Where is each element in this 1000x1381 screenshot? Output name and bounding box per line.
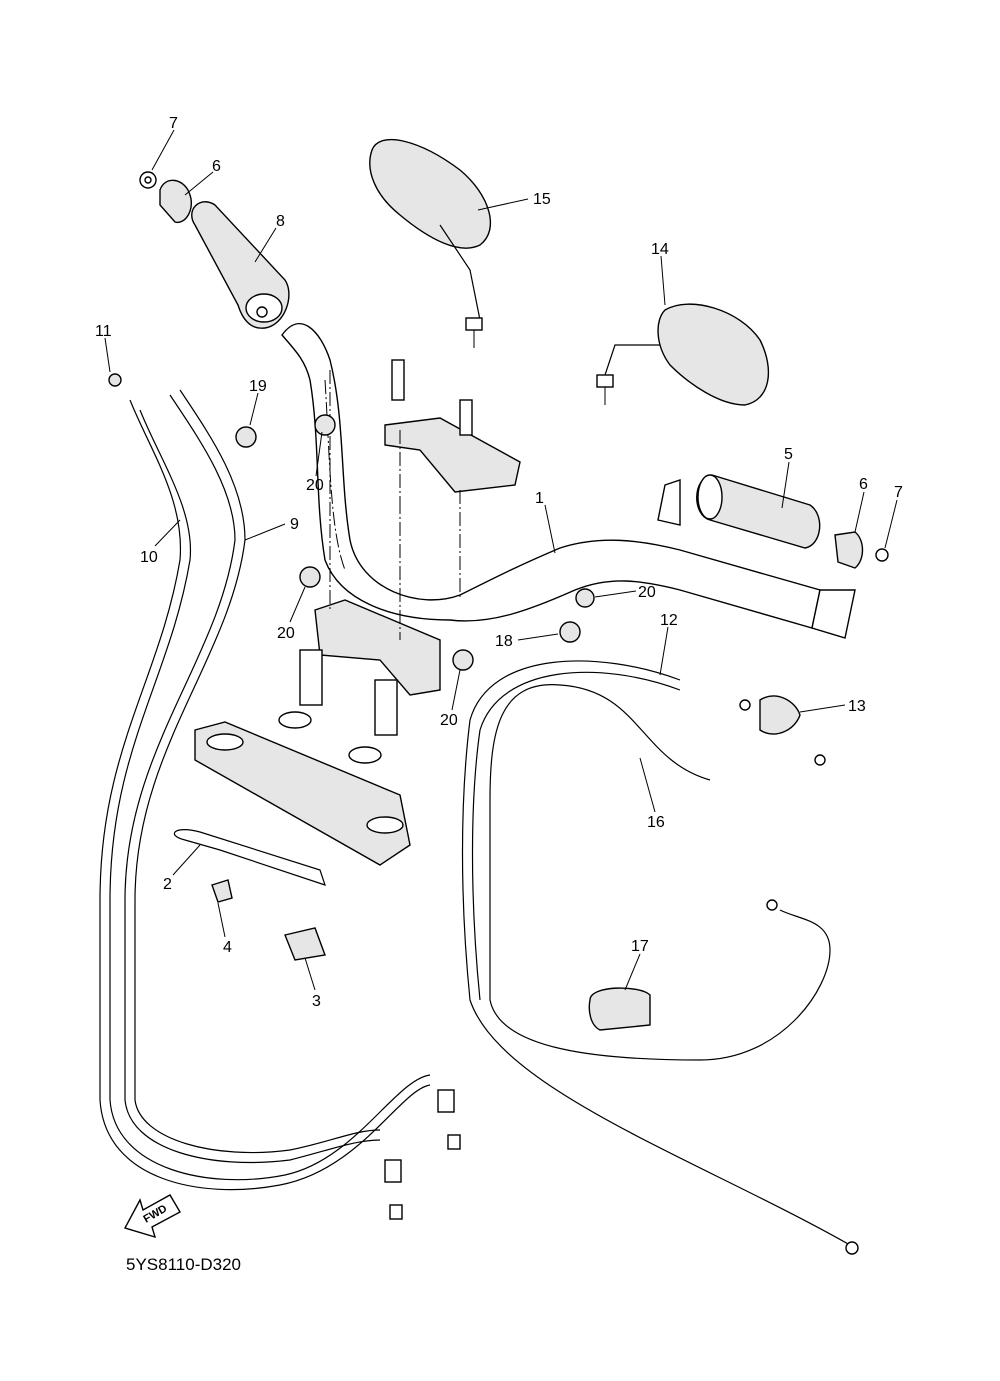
- callout-18: 18: [495, 633, 513, 650]
- callouts: 1 2 3 4 5 6 6 7 7 8 9 10 11 12 13 14 15 …: [95, 115, 903, 1010]
- callout-19: 19: [249, 378, 267, 395]
- grip-left: [191, 201, 290, 329]
- callout-4: 4: [223, 939, 232, 956]
- callout-9: 9: [290, 516, 299, 533]
- leader-lines: [104, 129, 898, 991]
- callout-13: 13: [848, 698, 866, 715]
- callout-7: 7: [169, 115, 178, 132]
- clutch-cables: [461, 660, 859, 1255]
- callout-17: 17: [631, 938, 649, 955]
- callout-5: 5: [784, 446, 793, 463]
- callout-11: 11: [95, 323, 112, 340]
- callout-1: 1: [535, 490, 544, 507]
- upper-holder: [384, 359, 521, 493]
- callout-8: 8: [276, 213, 285, 230]
- callout-16: 16: [647, 814, 665, 831]
- callout-12: 12: [660, 612, 678, 629]
- bar-end-left: [139, 171, 192, 224]
- callout-20: 20: [277, 625, 295, 642]
- grip-right: [657, 474, 856, 639]
- handlebar: [281, 323, 821, 629]
- callout-15: 15: [533, 191, 551, 208]
- callout-2: 2: [163, 876, 172, 893]
- fwd-arrow: FWD: [123, 1194, 181, 1239]
- diagram-code: 5YS8110-D320: [126, 1255, 241, 1274]
- bracket: [173, 828, 326, 961]
- mirror-left: [369, 138, 492, 348]
- cable-guide: [588, 987, 651, 1031]
- callout-20: 20: [440, 712, 458, 729]
- upper-bracket: [194, 711, 411, 866]
- callout-6: 6: [859, 476, 868, 493]
- callout-7: 7: [894, 484, 903, 501]
- callout-14: 14: [651, 241, 669, 258]
- callout-3: 3: [312, 993, 321, 1010]
- callout-20: 20: [638, 584, 656, 601]
- callout-10: 10: [140, 549, 158, 566]
- bar-end-right: [834, 531, 889, 569]
- throttle-cables: [99, 389, 461, 1220]
- callout-6: 6: [212, 158, 221, 175]
- lower-holder: [299, 599, 441, 736]
- clamps: [108, 373, 595, 671]
- mirror-right: [596, 303, 770, 406]
- callout-20: 20: [306, 477, 324, 494]
